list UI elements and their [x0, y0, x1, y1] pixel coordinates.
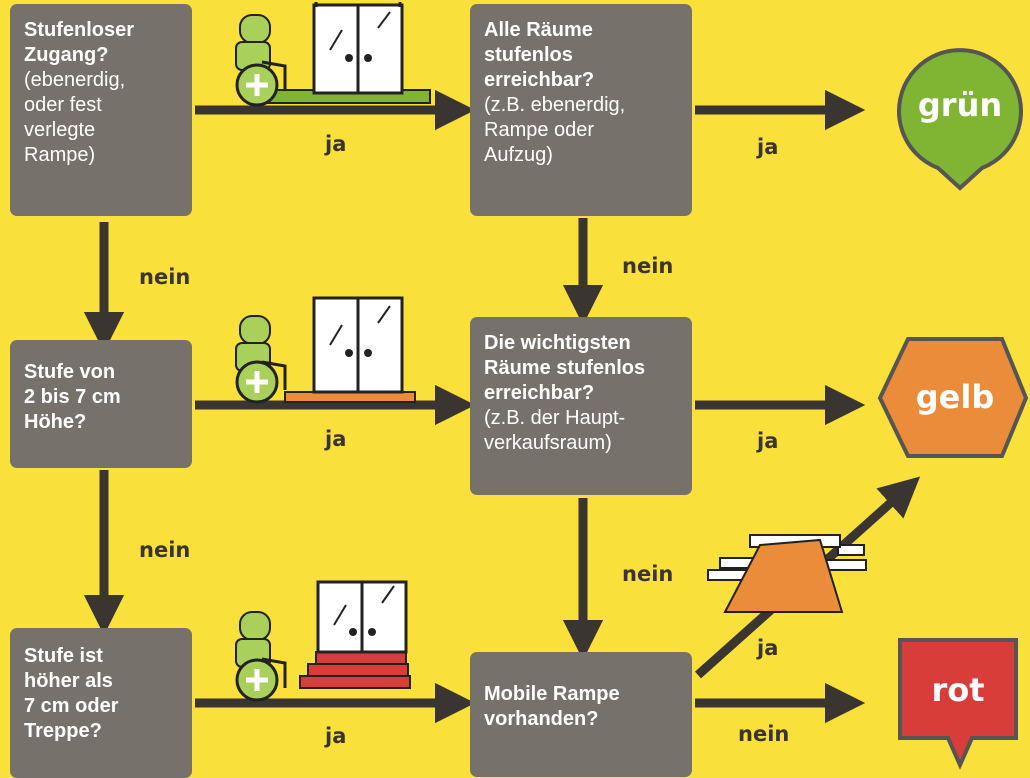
box-text: stufenlos	[484, 44, 573, 66]
box-text: Alle Räume	[484, 19, 593, 41]
box-text: Stufe ist	[24, 645, 103, 667]
decision-box-alle-raeume: Alle Räume stufenlos erreichbar? (z.B. e…	[470, 4, 692, 216]
box-text: oder fest	[24, 94, 102, 116]
box-text: erreichbar?	[484, 69, 595, 91]
edge-label-ja: ja	[325, 724, 347, 748]
box-text: Räume stufenlos	[484, 357, 646, 379]
box-text: Die wichtigsten	[484, 332, 631, 354]
edge-label-nein: nein	[622, 254, 674, 278]
wheelchair-at-door-small-step-icon	[235, 296, 416, 404]
box-text: verkaufsraum)	[484, 432, 612, 454]
edge-label-nein: nein	[139, 265, 191, 289]
decision-box-stufe-hoeher-treppe: Stufe ist höher als 7 cm oder Treppe?	[10, 628, 192, 778]
result-label-green: grün	[917, 86, 1003, 124]
box-text: 7 cm oder	[24, 695, 119, 717]
wheelchair-at-door-stairs-icon	[235, 580, 411, 702]
decision-box-wichtigste-raeume: Die wichtigsten Räume stufenlos erreichb…	[470, 317, 692, 495]
box-text: Stufe von	[24, 361, 116, 383]
decision-box-stufe-2-bis-7cm: Stufe von 2 bis 7 cm Höhe?	[10, 340, 192, 468]
edge-label-ja: ja	[757, 636, 779, 660]
result-label-red: rot	[931, 671, 985, 709]
edge-label-ja: ja	[325, 132, 347, 156]
result-badge-yellow	[877, 337, 1029, 458]
box-text: Treppe?	[24, 720, 102, 742]
edge-label-nein: nein	[622, 562, 674, 586]
decision-box-stufenloser-zugang: Stufenloser Zugang? (ebenerdig, oder fes…	[10, 4, 192, 216]
box-text: Rampe)	[24, 144, 96, 166]
decision-box-mobile-rampe: Mobile Rampe vorhanden?	[470, 652, 692, 777]
box-text: (ebenerdig,	[24, 69, 126, 91]
edge-label-nein: nein	[139, 538, 191, 562]
box-text: (z.B. der Haupt-	[484, 407, 626, 429]
box-text: Rampe oder	[484, 119, 595, 141]
wheelchair-at-door-level-entrance-icon	[235, 2, 431, 107]
edge-label-ja: ja	[757, 135, 779, 159]
box-text: Aufzug)	[484, 144, 553, 166]
mobile-ramp-icon	[707, 534, 867, 613]
edge-label-ja: ja	[325, 427, 347, 451]
result-badge-red	[898, 638, 1018, 770]
box-text: Höhe?	[24, 411, 87, 433]
box-text: Mobile Rampe	[484, 683, 620, 705]
edge-label-nein: nein	[738, 722, 790, 746]
box-text: 2 bis 7 cm	[24, 386, 121, 408]
box-text: vorhanden?	[484, 708, 599, 730]
box-text: höher als	[24, 670, 113, 692]
arrows-nein	[83, 218, 604, 661]
result-label-yellow: gelb	[915, 378, 995, 416]
edge-label-ja: ja	[757, 429, 779, 453]
box-text: erreichbar?	[484, 382, 595, 404]
box-text: verlegte	[24, 119, 96, 141]
result-badge-green	[897, 48, 1023, 191]
box-text: Stufenloser	[24, 19, 135, 41]
box-text: Zugang?	[24, 44, 109, 66]
box-text: (z.B. ebenerdig,	[484, 94, 626, 116]
